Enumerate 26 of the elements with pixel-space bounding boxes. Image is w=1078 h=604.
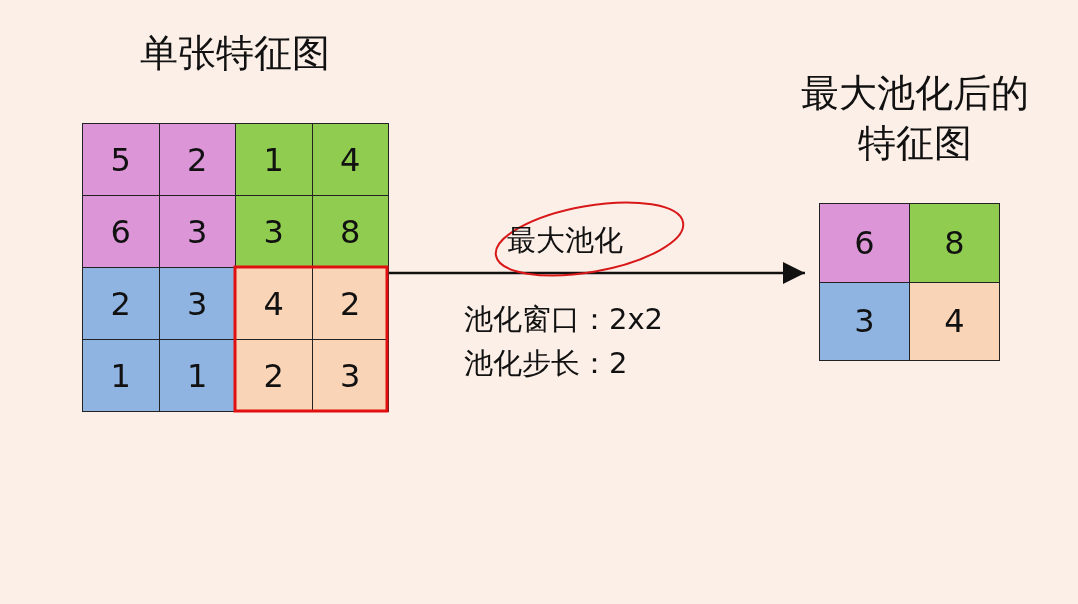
grid-cell: 3 [819,281,910,361]
arrow [388,261,805,285]
grid-cell: 3 [158,195,236,268]
grid-cell: 2 [311,267,389,340]
grid-heading: 单张特征图 [138,30,331,77]
grid-heading: 最大池化后的特征图 [800,70,1030,167]
grid-cell: 6 [819,203,910,283]
note-text: 池化窗口：2x2 [464,301,664,338]
grid-cell: 1 [82,339,160,412]
grid-cell: 3 [235,195,313,268]
grid-cell: 4 [311,123,389,196]
grid-cell: 6 [82,195,160,268]
grid-cell: 3 [311,339,389,412]
edge-label: 最大池化 [506,222,623,259]
grid-cell: 5 [82,123,160,196]
grid-cell: 8 [311,195,389,268]
grid-cell: 2 [82,267,160,340]
grid-cell: 4 [909,281,1000,361]
grid-cell: 2 [235,339,313,412]
grid-cell: 4 [235,267,313,340]
grid-cell: 8 [909,203,1000,283]
grid-cell: 3 [158,267,236,340]
grid-cell: 1 [158,339,236,412]
note-text: 池化步长：2 [464,345,628,382]
grid-cell: 1 [235,123,313,196]
grid-cell: 2 [158,123,236,196]
